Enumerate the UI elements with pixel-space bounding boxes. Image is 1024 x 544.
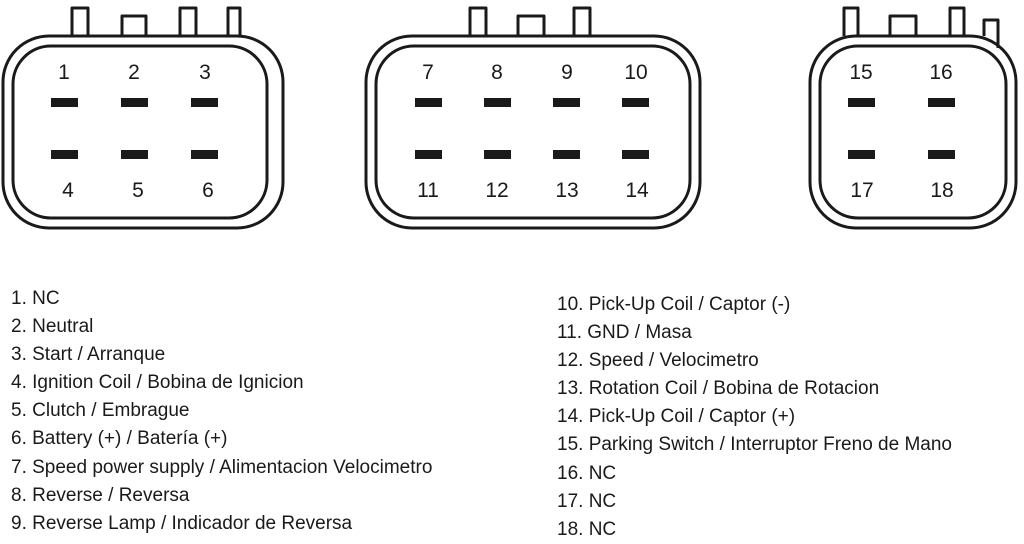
pin-label: 8 bbox=[491, 61, 503, 84]
pin-slot-4 bbox=[51, 150, 78, 159]
pin-slot-5 bbox=[121, 150, 148, 159]
legend-item: 8. Reverse / Reversa bbox=[11, 484, 190, 506]
pin-slot-17 bbox=[848, 150, 875, 159]
pin-legend-right: 10. Pick-Up Coil / Captor (-) 11. GND / … bbox=[557, 291, 952, 544]
pin-label: 12 bbox=[485, 179, 508, 202]
legend-item: 3. Start / Arranque bbox=[11, 344, 166, 366]
legend-item: 7. Speed power supply / Alimentacion Vel… bbox=[11, 456, 433, 478]
legend-item: 13. Rotation Coil / Bobina de Rotacion bbox=[557, 378, 880, 400]
pin-slot-6 bbox=[191, 150, 218, 159]
pin-label: 6 bbox=[202, 179, 214, 202]
legend-item: 10. Pick-Up Coil / Captor (-) bbox=[557, 294, 791, 315]
legend-item: 5. Clutch / Embrague bbox=[11, 400, 190, 422]
pin-slot-9 bbox=[553, 98, 580, 107]
pin-label: 9 bbox=[561, 61, 573, 84]
pin-label: 5 bbox=[132, 179, 144, 202]
pin-label: 17 bbox=[850, 179, 873, 202]
pin-label: 13 bbox=[555, 179, 578, 202]
connector-diagram: 1 2 3 4 5 6 7 8 9 10 11 12 13 14 15 16 1… bbox=[1, 6, 1018, 230]
pin-slot-18 bbox=[928, 150, 955, 159]
connector-2-housing bbox=[364, 6, 702, 230]
legend-item: 1. NC bbox=[11, 288, 60, 309]
pin-slot-2 bbox=[121, 98, 148, 107]
pin-slot-14 bbox=[622, 150, 649, 159]
connector-3-housing bbox=[808, 6, 1018, 230]
pin-slot-16 bbox=[928, 98, 955, 107]
pin-slot-10 bbox=[622, 98, 649, 107]
pin-slot-12 bbox=[484, 150, 511, 159]
pin-slot-7 bbox=[415, 98, 442, 107]
connector-1-housing bbox=[1, 6, 285, 230]
pin-label: 7 bbox=[422, 61, 434, 84]
pin-label: 11 bbox=[417, 179, 439, 202]
pin-label: 2 bbox=[128, 61, 140, 84]
pin-label: 16 bbox=[929, 61, 952, 84]
legend-item: 11. GND / Masa bbox=[557, 322, 692, 344]
legend-item: 15. Parking Switch / Interruptor Freno d… bbox=[557, 434, 952, 456]
pin-slot-11 bbox=[415, 150, 442, 159]
legend-item: 2. Neutral bbox=[11, 316, 94, 338]
pin-label: 15 bbox=[849, 61, 872, 84]
legend-item: 9. Reverse Lamp / Indicador de Reversa bbox=[11, 512, 353, 534]
pin-slot-8 bbox=[484, 98, 511, 107]
legend-item: 4. Ignition Coil / Bobina de Ignicion bbox=[11, 372, 304, 394]
legend-item: 16. NC bbox=[557, 462, 617, 484]
pin-label: 3 bbox=[199, 61, 211, 84]
legend-item: 14. Pick-Up Coil / Captor (+) bbox=[557, 406, 796, 428]
pin-label: 18 bbox=[930, 179, 953, 202]
pin-slot-15 bbox=[848, 98, 875, 107]
pin-label: 14 bbox=[625, 179, 649, 202]
pin-slot-3 bbox=[191, 98, 218, 107]
legend-item: 6. Battery (+) / Batería (+) bbox=[11, 428, 228, 450]
pin-legend-left: 1. NC 2. Neutral 3. Start / Arranque 4. … bbox=[11, 285, 432, 538]
legend-item: 18. NC bbox=[557, 518, 617, 540]
pin-slot-13 bbox=[553, 150, 580, 159]
legend-item: 17. NC bbox=[557, 490, 617, 512]
pin-label: 1 bbox=[58, 61, 70, 84]
pin-label: 10 bbox=[624, 61, 647, 84]
legend-item: 12. Speed / Velocimetro bbox=[557, 350, 759, 372]
pin-label: 4 bbox=[62, 179, 74, 202]
pin-slot-1 bbox=[51, 98, 78, 107]
